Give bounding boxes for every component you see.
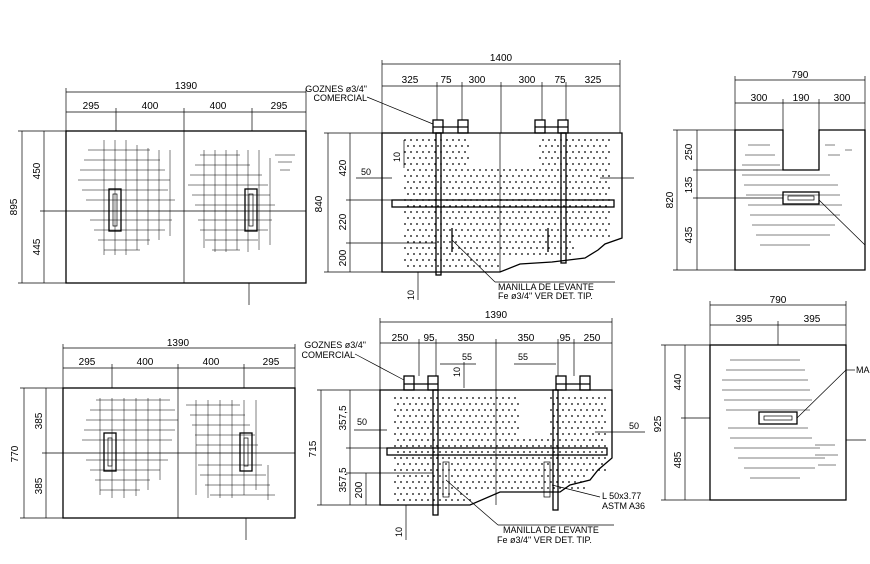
angle-label: ASTM A36 bbox=[602, 501, 645, 511]
plan-top-right: 790 300 190 300 820 250 135 435 bbox=[665, 70, 866, 271]
handle-label: MANILLA DE LEVANTE bbox=[498, 282, 594, 292]
segment-dim: 325 bbox=[585, 75, 602, 86]
segment-dim: 300 bbox=[751, 93, 768, 104]
overall-dim: 790 bbox=[792, 70, 809, 81]
small-dim: 10 bbox=[406, 290, 416, 300]
small-dim: 10 bbox=[392, 152, 402, 162]
slab-outline bbox=[381, 132, 623, 273]
segment-dim: 295 bbox=[263, 357, 280, 368]
segment-dim: 400 bbox=[142, 101, 159, 112]
hinge-label: COMERCIAL bbox=[313, 93, 367, 103]
small-dim: 55 bbox=[462, 352, 472, 362]
part-dim: 385 bbox=[34, 412, 45, 429]
overall-dim: 1390 bbox=[167, 338, 190, 349]
section-top-middle: 1400 325 75 300 300 75 325 GOZNES ø3/4" … bbox=[305, 53, 634, 301]
overall-dim: 790 bbox=[770, 295, 787, 306]
handle-label: MANILLA DE LEVANTE bbox=[503, 525, 599, 535]
segment-dim: 395 bbox=[736, 314, 753, 325]
part-dim: 250 bbox=[684, 143, 695, 160]
plan-bottom-left: 1390 295 400 400 295 770 385 385 bbox=[10, 338, 296, 540]
overall-dim: 1390 bbox=[485, 310, 508, 321]
small-dim: 50 bbox=[361, 167, 371, 177]
part-dim: 200 bbox=[338, 249, 349, 266]
small-dim: 50 bbox=[357, 417, 367, 427]
small-dim: 10 bbox=[394, 527, 404, 537]
segment-dim: 75 bbox=[440, 75, 452, 86]
dot-fill bbox=[394, 397, 606, 501]
segment-dim: 295 bbox=[79, 357, 96, 368]
segment-dim: 300 bbox=[834, 93, 851, 104]
small-dim: 10 bbox=[452, 367, 462, 377]
part-dim: 357,5 bbox=[338, 467, 349, 492]
segment-dim: 400 bbox=[137, 357, 154, 368]
segment-dim: 300 bbox=[469, 75, 486, 86]
segment-dim: 325 bbox=[402, 75, 419, 86]
handle-label: Fe ø3/4" VER DET. TIP. bbox=[498, 291, 593, 301]
small-dim: 55 bbox=[518, 352, 528, 362]
part-dim: 450 bbox=[32, 162, 43, 179]
part-dim: 440 bbox=[673, 373, 684, 390]
part-dim: 435 bbox=[684, 226, 695, 243]
part-dim: 200 bbox=[354, 481, 365, 498]
height-dim: 770 bbox=[10, 445, 21, 462]
part-dim: 485 bbox=[673, 451, 684, 468]
segment-dim: 395 bbox=[804, 314, 821, 325]
part-dim: 357,5 bbox=[338, 405, 349, 430]
part-dim: 445 bbox=[32, 238, 43, 255]
cut-label: MA bbox=[856, 365, 870, 375]
height-dim: 820 bbox=[665, 191, 676, 208]
height-dim: 895 bbox=[9, 198, 20, 215]
overall-dim: 1390 bbox=[175, 81, 198, 92]
segment-dim: 250 bbox=[584, 333, 601, 344]
dot-fill bbox=[404, 139, 610, 267]
overall-dim: 1400 bbox=[490, 53, 513, 64]
segment-dim: 300 bbox=[519, 75, 536, 86]
small-dim: 50 bbox=[629, 421, 639, 431]
segment-dim: 250 bbox=[392, 333, 409, 344]
slab-outline bbox=[65, 130, 307, 284]
hinge-label: COMERCIAL bbox=[301, 350, 355, 360]
plan-bottom-right: MA 790 395 395 925 440 485 bbox=[653, 295, 870, 501]
height-dim: 715 bbox=[308, 440, 319, 457]
part-dim: 220 bbox=[338, 213, 349, 230]
segment-dim: 295 bbox=[271, 101, 288, 112]
hinge-label: GOZNES ø3/4" bbox=[304, 340, 366, 350]
segment-dim: 190 bbox=[793, 93, 810, 104]
segment-dim: 400 bbox=[210, 101, 227, 112]
segment-dim: 400 bbox=[203, 357, 220, 368]
hinge-label: GOZNES ø3/4" bbox=[305, 84, 367, 94]
segment-dim: 295 bbox=[83, 101, 100, 112]
slab-outline bbox=[379, 389, 613, 506]
segment-dim: 95 bbox=[423, 333, 435, 344]
segment-dim: 350 bbox=[458, 333, 475, 344]
part-dim: 135 bbox=[684, 176, 695, 193]
height-dim: 840 bbox=[314, 195, 325, 212]
section-bottom-middle: 1390 250 95 350 350 95 250 GOZNES ø3/4" … bbox=[301, 310, 645, 545]
part-dim: 385 bbox=[34, 477, 45, 494]
segment-dim: 75 bbox=[554, 75, 566, 86]
slab-outline bbox=[709, 344, 847, 501]
handle-label: Fe ø3/4" VER DET. TIP. bbox=[497, 535, 592, 545]
plan-top-left: 1390 295 400 400 295 895 450 445 bbox=[9, 81, 307, 305]
segment-dim: 350 bbox=[518, 333, 535, 344]
part-dim: 420 bbox=[338, 159, 349, 176]
angle-label: L 50x3.77 bbox=[602, 491, 641, 501]
height-dim: 925 bbox=[653, 415, 664, 432]
segment-dim: 95 bbox=[559, 333, 571, 344]
